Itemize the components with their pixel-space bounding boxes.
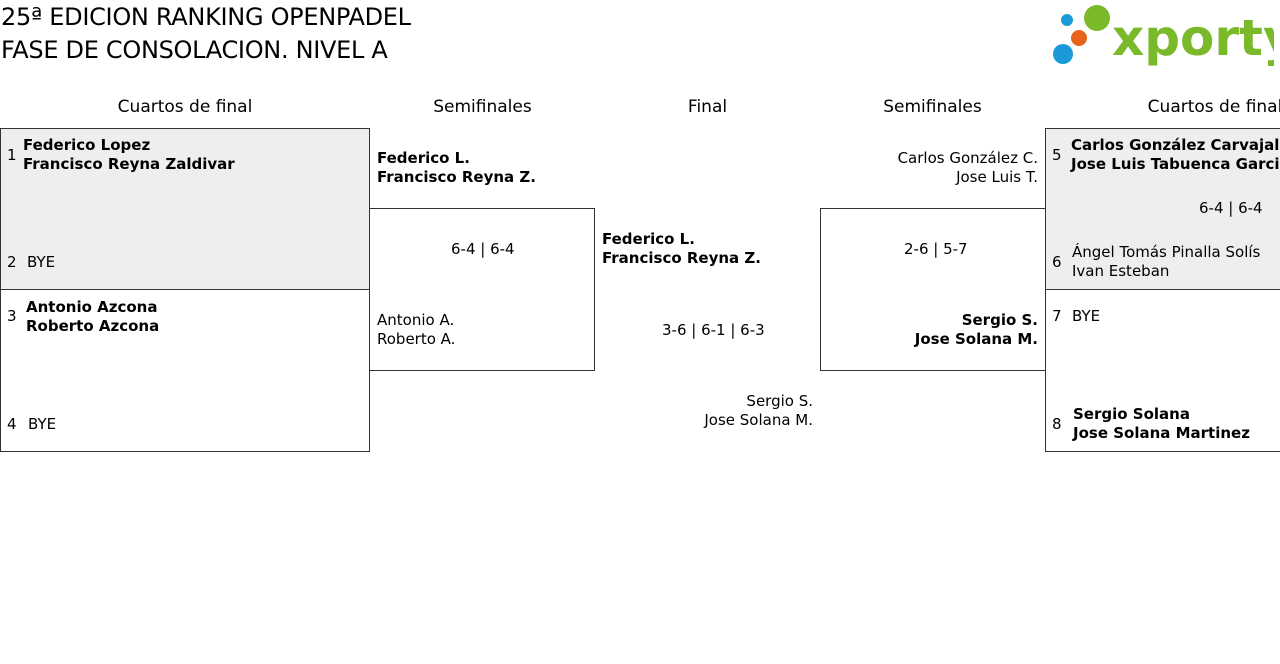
team-player-name: Federico Lopez bbox=[23, 136, 151, 154]
team-player-name: Jose Solana M. bbox=[914, 330, 1038, 348]
column-header-left-sf: Semifinales bbox=[433, 97, 532, 117]
match-score: 6-4 | 6-4 bbox=[1199, 199, 1263, 217]
team-player-name: Antonio A. bbox=[377, 311, 455, 329]
team-player-name: Federico L. bbox=[602, 230, 695, 248]
seed-number: 5 bbox=[1052, 146, 1062, 164]
team-player-name: Jose Luis Tabuenca Garcia bbox=[1071, 155, 1280, 173]
team-player-name: Sergio S. bbox=[961, 311, 1038, 329]
bye-label: BYE bbox=[28, 415, 57, 433]
match-score: 3-6 | 6-1 | 6-3 bbox=[662, 321, 765, 339]
right-qf-match-2 bbox=[1045, 289, 1280, 452]
column-header-right-qf: Cuartos de final bbox=[1147, 97, 1280, 117]
team-player-name: Jose Solana M. bbox=[704, 411, 813, 429]
team-player-name: Antonio Azcona bbox=[26, 298, 158, 316]
team-player-name: Jose Solana Martinez bbox=[1073, 424, 1250, 442]
page-subtitle: FASE DE CONSOLACION. NIVEL A bbox=[1, 36, 388, 64]
team-player-name: Ivan Esteban bbox=[1072, 262, 1170, 280]
team-player-name: Jose Luis T. bbox=[956, 168, 1038, 186]
team-player-name: Ángel Tomás Pinalla Solís bbox=[1072, 243, 1261, 261]
xporty-logo: xporty bbox=[1053, 5, 1274, 67]
column-header-left-qf: Cuartos de final bbox=[117, 97, 253, 117]
team-player-name: Francisco Reyna Z. bbox=[602, 249, 761, 267]
team-player-name: Roberto Azcona bbox=[26, 317, 160, 335]
match-score: 6-4 | 6-4 bbox=[451, 240, 515, 258]
seed-number: 7 bbox=[1052, 307, 1062, 325]
column-header-right-sf: Semifinales bbox=[883, 97, 982, 117]
column-header-final: Final bbox=[687, 97, 728, 117]
seed-number: 2 bbox=[7, 253, 17, 271]
team-player-name: Federico L. bbox=[377, 149, 470, 167]
seed-number: 3 bbox=[7, 307, 17, 325]
team-player-name: Francisco Reyna Z. bbox=[377, 168, 536, 186]
seed-number: 4 bbox=[7, 415, 17, 433]
team-player-name: Sergio Solana bbox=[1073, 405, 1190, 423]
seed-number: 1 bbox=[7, 146, 17, 164]
page-title: 25ª EDICION RANKING OPENPADEL bbox=[1, 3, 411, 31]
right-qf-content: 5 Carlos González Carvajal Ram Jose Luis… bbox=[1045, 128, 1280, 458]
team-player-name: Carlos González C. bbox=[897, 149, 1038, 167]
team-player-name: Carlos González Carvajal Ram bbox=[1071, 136, 1280, 154]
bye-label: BYE bbox=[27, 253, 56, 271]
right-qf-header-clip bbox=[1045, 96, 1280, 120]
bye-label: BYE bbox=[1072, 307, 1101, 325]
match-score: 2-6 | 5-7 bbox=[904, 240, 968, 258]
team-player-name: Roberto A. bbox=[377, 330, 456, 348]
seed-number: 8 bbox=[1052, 415, 1062, 433]
seed-number: 6 bbox=[1052, 253, 1062, 271]
team-player-name: Francisco Reyna Zaldivar bbox=[23, 155, 235, 173]
logo-text: xporty bbox=[1112, 9, 1274, 67]
team-player-name: Sergio S. bbox=[746, 392, 813, 410]
left-sf-match bbox=[369, 208, 595, 371]
